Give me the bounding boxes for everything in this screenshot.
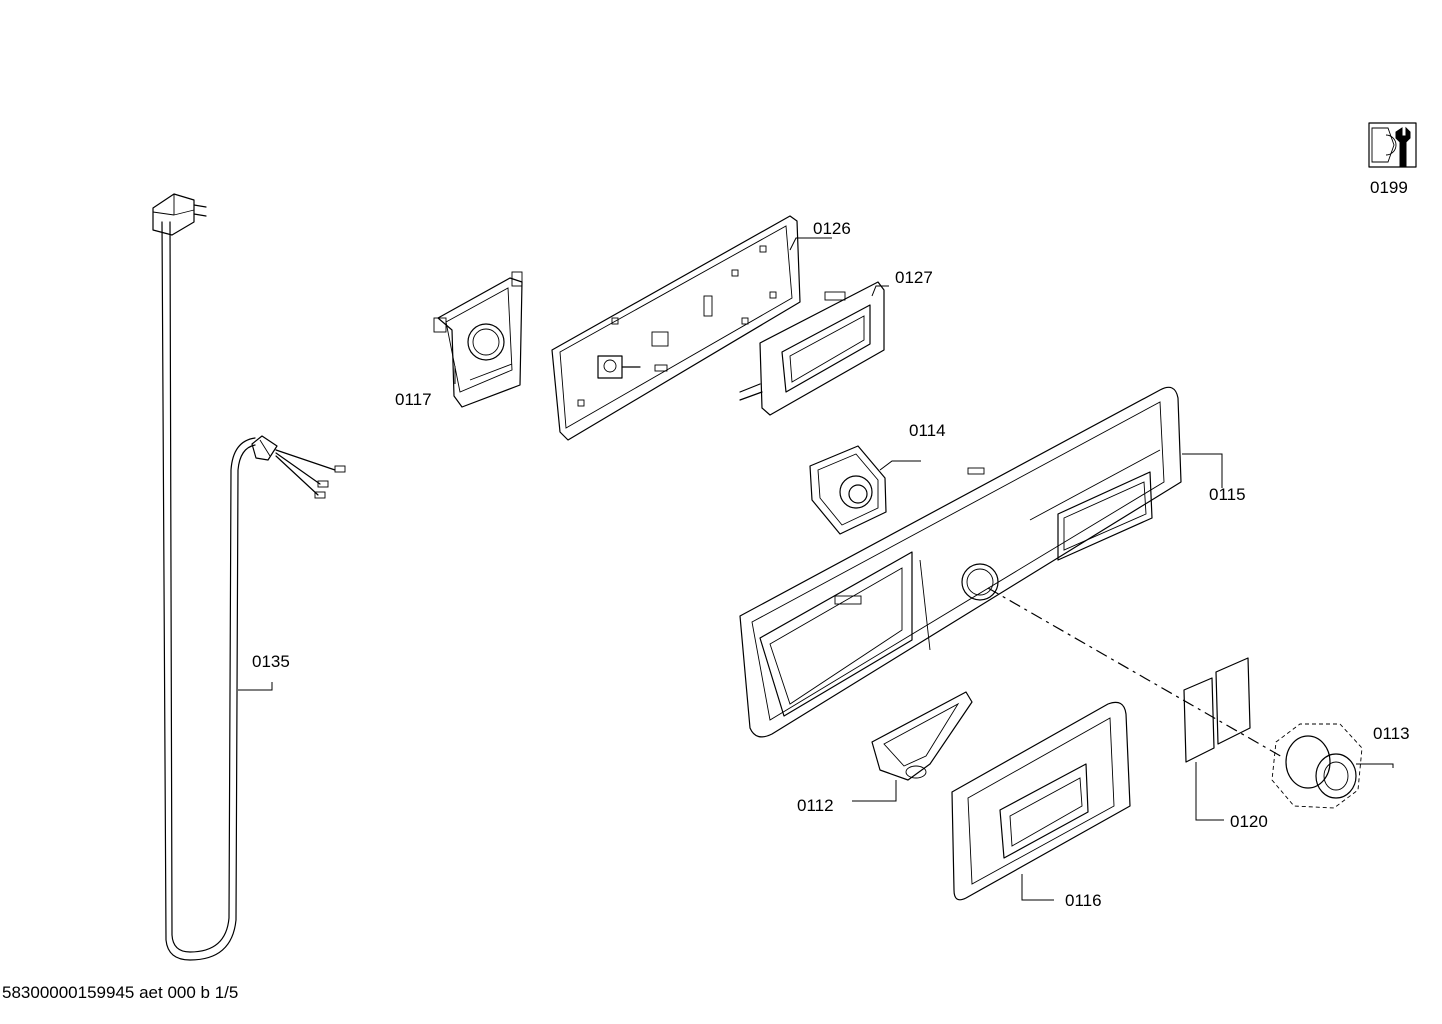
part-label-0126[interactable]: 0126 xyxy=(813,219,851,238)
part-label-0120[interactable]: 0120 xyxy=(1230,812,1268,831)
leader-lines xyxy=(238,237,1394,901)
selector-module xyxy=(809,445,887,535)
document-id: 58300000159945 aet 000 b 1/5 xyxy=(2,983,239,1002)
part-label-0117[interactable]: 0117 xyxy=(395,390,432,409)
part-label-0113[interactable]: 0113 xyxy=(1373,724,1410,743)
part-label-0115[interactable]: 0115 xyxy=(1209,485,1246,504)
part-label-0127[interactable]: 0127 xyxy=(895,268,933,287)
part-label-0116[interactable]: 0116 xyxy=(1065,891,1102,910)
module-bracket xyxy=(433,271,523,408)
drawer-front xyxy=(951,701,1131,901)
part-label-0135[interactable]: 0135 xyxy=(252,652,290,671)
control-board xyxy=(551,215,801,441)
wrench-nut-icon xyxy=(1368,122,1417,168)
part-label-0199[interactable]: 0199 xyxy=(1370,178,1408,197)
display-module xyxy=(739,281,885,416)
dispenser-bracket xyxy=(871,691,973,781)
assembly-axis xyxy=(987,587,1285,759)
label-panels xyxy=(1183,657,1251,763)
power-cable xyxy=(152,193,346,961)
selector-knob xyxy=(1271,723,1363,809)
part-label-0112[interactable]: 0112 xyxy=(797,796,834,815)
part-label-0114[interactable]: 0114 xyxy=(909,421,946,440)
control-panel xyxy=(739,386,1182,738)
